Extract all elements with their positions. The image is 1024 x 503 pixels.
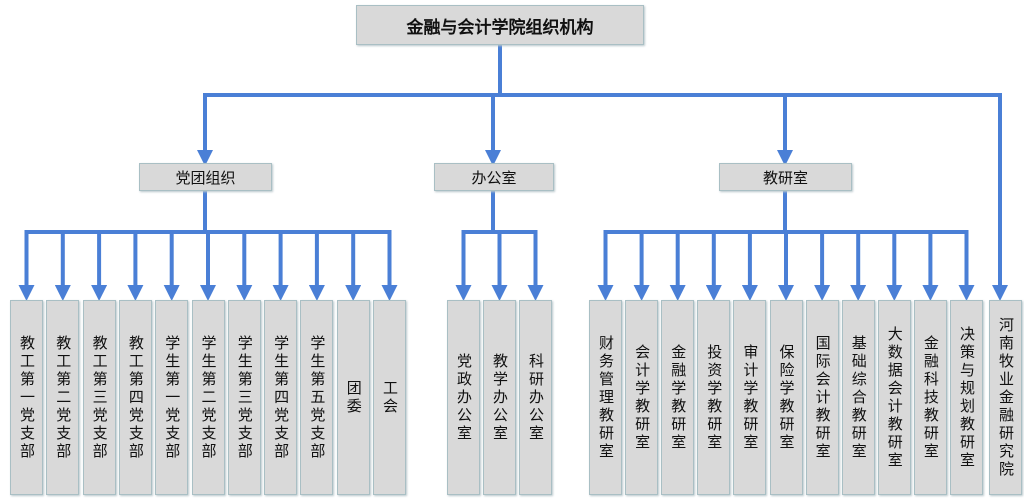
leaf-node-label: 团委: [344, 379, 363, 416]
leaf-node-label: 基础综合教研室: [849, 334, 868, 461]
leaf-node-label: 教工第二党支部: [54, 334, 73, 461]
leaf-node: 学生第四党支部: [264, 300, 298, 495]
branch-node: 党团组织: [139, 163, 272, 191]
leaf-node: 决策与规划教研室: [950, 300, 983, 495]
leaf-node: 学生第一党支部: [155, 300, 189, 495]
branch-node-label: 教研室: [762, 168, 808, 187]
leaf-node-label: 保险学教研室: [777, 343, 796, 452]
leaf-node-label: 会计学教研室: [633, 343, 652, 452]
leaf-node-label: 财务管理教研室: [597, 334, 615, 461]
leaf-node: 保险学教研室: [769, 300, 803, 495]
leaf-node-label: 学生第三党支部: [235, 334, 254, 461]
leaf-node: 学生第五党支部: [300, 300, 334, 495]
leaf-node-label: 审计学教研室: [741, 343, 760, 452]
leaf-node-label: 金融科技教研室: [921, 334, 940, 461]
leaf-node: 科研办公室: [519, 300, 552, 495]
leaf-node-label: 党政办公室: [455, 352, 473, 443]
leaf-node: 投资学教研室: [697, 300, 731, 495]
leaf-node: 教工第二党支部: [46, 300, 80, 495]
leaf-node: 教学办公室: [483, 300, 516, 495]
leaf-node: 学生第二党支部: [191, 300, 225, 495]
leaf-node: 金融学教研室: [661, 300, 695, 495]
leaf-node-label: 决策与规划教研室: [958, 325, 976, 470]
leaf-node-label: 国际会计教研室: [813, 334, 832, 461]
leaf-node: 会计学教研室: [625, 300, 659, 495]
leaf-node-label: 工会: [381, 379, 399, 416]
leaf-node-label: 教工第四党支部: [126, 334, 145, 461]
leaf-node: 大数据会计教研室: [877, 300, 911, 495]
leaf-node: 团委: [336, 300, 370, 495]
leaf-node-label: 学生第五党支部: [308, 334, 327, 461]
leaf-node: 工会: [373, 300, 406, 495]
leaf-node: 党政办公室: [447, 300, 480, 495]
branch-node-label: 办公室: [471, 168, 517, 187]
leaf-node-label: 教工第一党支部: [18, 334, 36, 461]
leaf-node: 教工第一党支部: [10, 300, 43, 495]
leaf-node: 基础综合教研室: [841, 300, 875, 495]
leaf-node-label: 投资学教研室: [705, 343, 724, 452]
leaf-node: 学生第三党支部: [227, 300, 261, 495]
leaf-node-label: 学生第二党支部: [199, 334, 218, 461]
leaf-node: 审计学教研室: [733, 300, 767, 495]
leaf-node-label: 金融学教研室: [669, 343, 688, 452]
leaf-node-label: 大数据会计教研室: [885, 325, 904, 470]
leaf-node-label: 学生第一党支部: [163, 334, 182, 461]
leaf-node-institute: 河南牧业金融研究院: [989, 300, 1022, 495]
leaf-node: 教工第三党支部: [82, 300, 116, 495]
leaf-node: 金融科技教研室: [913, 300, 947, 495]
leaf-node-label: 科研办公室: [527, 352, 545, 443]
leaf-node: 国际会计教研室: [805, 300, 839, 495]
leaf-node: 教工第四党支部: [118, 300, 152, 495]
branch-node-label: 党团组织: [175, 168, 236, 187]
root-node: 金融与会计学院组织机构: [356, 5, 644, 45]
branch-node: 办公室: [434, 163, 554, 191]
leaf-node: 财务管理教研室: [589, 300, 622, 495]
leaf-node-institute-label: 河南牧业金融研究院: [997, 316, 1015, 479]
leaf-node-label: 教工第三党支部: [90, 334, 109, 461]
leaf-node-label: 学生第四党支部: [272, 334, 291, 461]
leaf-node-label: 教学办公室: [491, 352, 509, 443]
branch-node: 教研室: [719, 163, 852, 191]
